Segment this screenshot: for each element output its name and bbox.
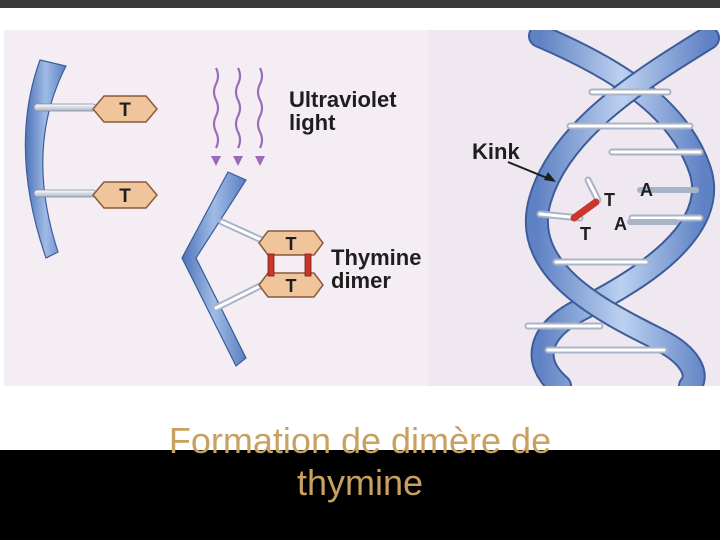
kink-pointer (507, 161, 553, 181)
helix-base-t2: T (580, 224, 591, 244)
dimer-label-line1: Thymine (331, 245, 422, 270)
dimer-bond (304, 253, 312, 277)
dimer-label-line2: dimer (331, 268, 391, 293)
svg-text:T: T (286, 276, 297, 296)
kink-label: Kink (472, 139, 520, 164)
svg-text:T: T (119, 186, 131, 207)
uv-arrowheads (211, 156, 265, 166)
helix-base-a2: A (614, 214, 627, 234)
sugar-rod (33, 103, 97, 112)
thymine-base-dimer-upper: T (258, 230, 324, 256)
top-bar (0, 0, 720, 8)
uv-wave-arrow-icon (212, 67, 264, 149)
thymine-base-dimer-lower: T (258, 272, 324, 298)
svg-text:T: T (119, 100, 131, 121)
dimer-bond-helix (570, 198, 600, 222)
sugar-rod (33, 189, 97, 198)
slide-caption: Formation de dimère de thymine (0, 420, 720, 504)
thymine-dimer-label: Thymine dimer (331, 246, 421, 292)
uv-label-line1: Ultraviolet (289, 87, 397, 112)
caption-line1: Formation de dimère de (168, 420, 552, 461)
thymine-base: T (92, 181, 158, 209)
double-helix (524, 30, 720, 386)
bottom-band (0, 450, 720, 540)
thymine-base: T (92, 95, 158, 123)
helix-base-t1: T (604, 190, 615, 210)
dimer-bond (267, 253, 275, 277)
svg-text:T: T (286, 234, 297, 254)
caption-line2: thymine (296, 462, 424, 503)
uv-light-label: Ultraviolet light (289, 88, 397, 134)
uv-label-line2: light (289, 110, 336, 135)
thymine-dimer-figure: T T T T (0, 30, 720, 386)
helix-base-a1: A (640, 180, 653, 200)
kink-arrowhead (544, 172, 556, 182)
right-panel (428, 30, 720, 386)
dna-backbone-bent (181, 171, 247, 367)
